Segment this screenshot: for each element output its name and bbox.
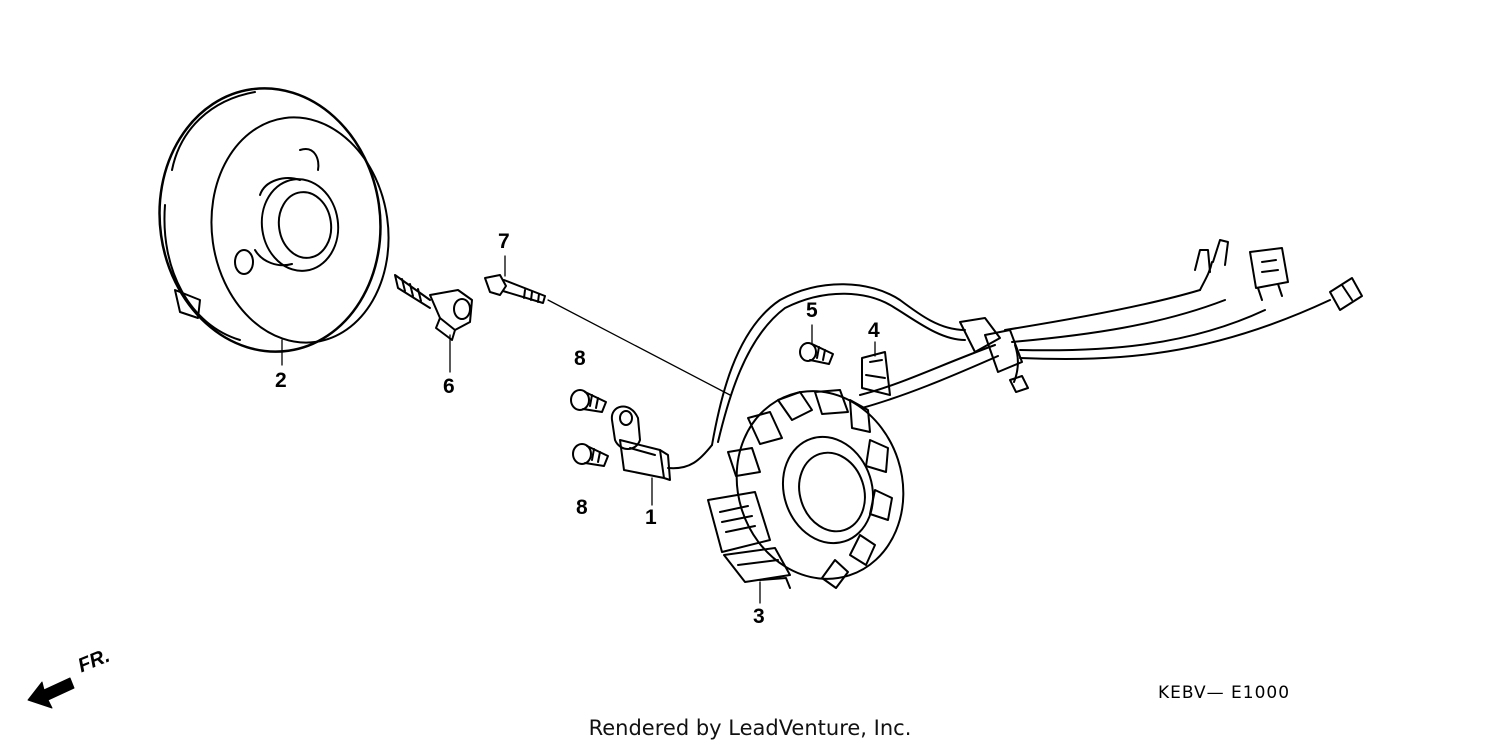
stator [707, 389, 905, 589]
callout-8-upper: 8 [574, 347, 586, 370]
callout-7: 7 [498, 230, 510, 253]
leader-lines [281, 255, 876, 604]
wire-clamp [861, 351, 891, 396]
callout-2: 2 [275, 369, 287, 392]
diagram-code: KEBV— E1000 [1158, 683, 1291, 703]
callout-8-lower: 8 [576, 496, 588, 519]
footer-credit: Rendered by LeadVenture, Inc. [588, 716, 912, 740]
flywheel [158, 87, 390, 353]
callout-4: 4 [868, 319, 880, 342]
flywheel-bolt [394, 274, 473, 341]
clamp-screw [799, 342, 834, 365]
callout-3: 3 [753, 605, 765, 628]
wire-harness [711, 239, 1363, 446]
callout-5: 5 [806, 299, 818, 322]
pulse-generator [610, 405, 713, 481]
screw-lower [572, 443, 609, 467]
callout-6: 6 [443, 375, 455, 398]
callout-1: 1 [645, 506, 657, 529]
front-direction-arrow-icon [27, 677, 75, 709]
long-bolt [484, 274, 731, 396]
screw-upper [570, 389, 607, 413]
